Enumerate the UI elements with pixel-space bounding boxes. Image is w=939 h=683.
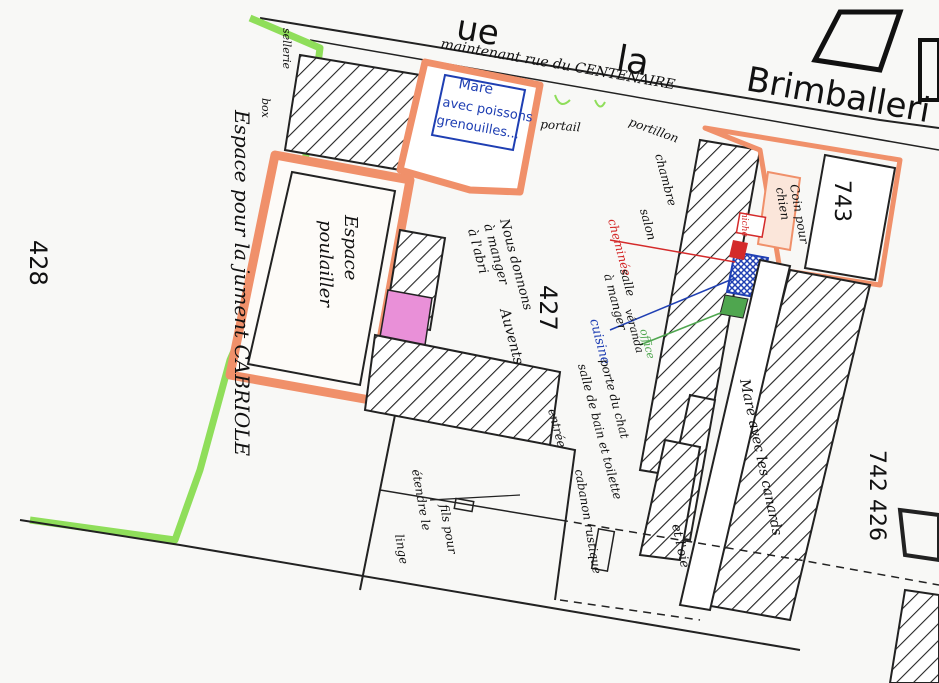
road-edge-top (259, 17, 939, 129)
office-block (719, 294, 749, 319)
mare-poissons-label-box (430, 73, 527, 152)
clothes-line (429, 494, 521, 501)
coin-chien-plot (803, 153, 897, 282)
box-building (283, 53, 422, 172)
zone-jument: Espace pour la jument CABRIOLE (230, 109, 254, 457)
arrow-office (639, 309, 729, 346)
mare-label-1: Mare (457, 76, 494, 98)
parcel-428: 428 (24, 240, 52, 286)
dashed-line-2 (559, 599, 701, 621)
right-bottom-hatch (888, 588, 939, 683)
niche-box (735, 212, 767, 238)
zone-poulailler-2: poulailler (315, 220, 336, 308)
parcel-742: 742 426 (864, 450, 889, 541)
street-name-top: ue (453, 7, 502, 54)
portail-mark (554, 94, 571, 105)
mare-canards-strip (678, 258, 792, 612)
parcel-743: 743 (829, 180, 854, 222)
portillon-mark (594, 99, 606, 108)
fence-line-1 (359, 414, 396, 591)
cabanon-block (638, 438, 702, 562)
right-edge-block (897, 507, 939, 563)
arrow-cheminee (609, 239, 736, 263)
cheminee-block (729, 240, 748, 260)
corner-building (811, 9, 904, 73)
parcel-427: 427 (534, 285, 562, 331)
dashed-line (559, 519, 939, 586)
street-name-mid: la (613, 38, 652, 84)
fils-linge-3: linge (392, 533, 411, 565)
corner-building-right (918, 38, 939, 102)
coin-chien-2: chien (773, 186, 793, 221)
poulailler-inner (246, 170, 397, 387)
label-portail: portail (540, 117, 582, 134)
bottom-boundary (19, 519, 801, 651)
arrow-cuisine (609, 277, 736, 331)
clothes-post-1 (453, 497, 475, 513)
fence-line-2 (549, 444, 577, 601)
label-niche: niche (739, 212, 749, 237)
cabanon-rustique (590, 528, 616, 572)
label-box: box (259, 98, 272, 119)
fence-line-3 (379, 489, 561, 521)
label-sellerie: sellerie (280, 28, 293, 69)
road-edge-inner (309, 39, 939, 151)
zone-poulailler-1: Espace (340, 214, 361, 280)
